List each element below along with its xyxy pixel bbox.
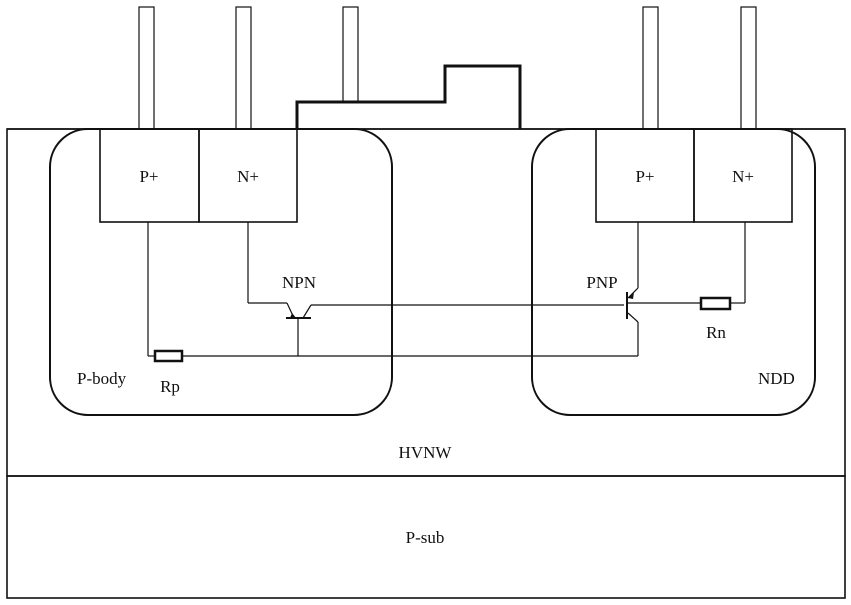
psub-label: P-sub bbox=[406, 528, 445, 547]
right-p-plus-label: P+ bbox=[635, 167, 654, 186]
npn-lead-right bbox=[303, 305, 311, 318]
terminal-pin-4 bbox=[643, 7, 658, 129]
ndd-label: NDD bbox=[758, 369, 795, 388]
pbody-label: P-body bbox=[77, 369, 127, 388]
terminal-pin-2 bbox=[236, 7, 251, 129]
rn-resistor bbox=[701, 298, 730, 309]
hvnw-label: HVNW bbox=[399, 443, 453, 462]
rp-label: Rp bbox=[160, 377, 180, 396]
npn-emitter-arrow bbox=[290, 313, 297, 319]
terminal-pin-5 bbox=[741, 7, 756, 129]
pnp-label: PNP bbox=[586, 273, 617, 292]
rn-label: Rn bbox=[706, 323, 726, 342]
pnp-emitter-arrow bbox=[628, 292, 634, 299]
npn-label: NPN bbox=[282, 273, 316, 292]
terminal-pin-1 bbox=[139, 7, 154, 129]
terminal-pin-3 bbox=[343, 7, 358, 102]
metal-interconnect bbox=[297, 66, 520, 129]
pnp-lower-lead bbox=[628, 313, 638, 322]
rp-resistor bbox=[155, 351, 182, 361]
left-n-plus-label: N+ bbox=[237, 167, 259, 186]
left-p-plus-label: P+ bbox=[139, 167, 158, 186]
right-n-plus-label: N+ bbox=[732, 167, 754, 186]
